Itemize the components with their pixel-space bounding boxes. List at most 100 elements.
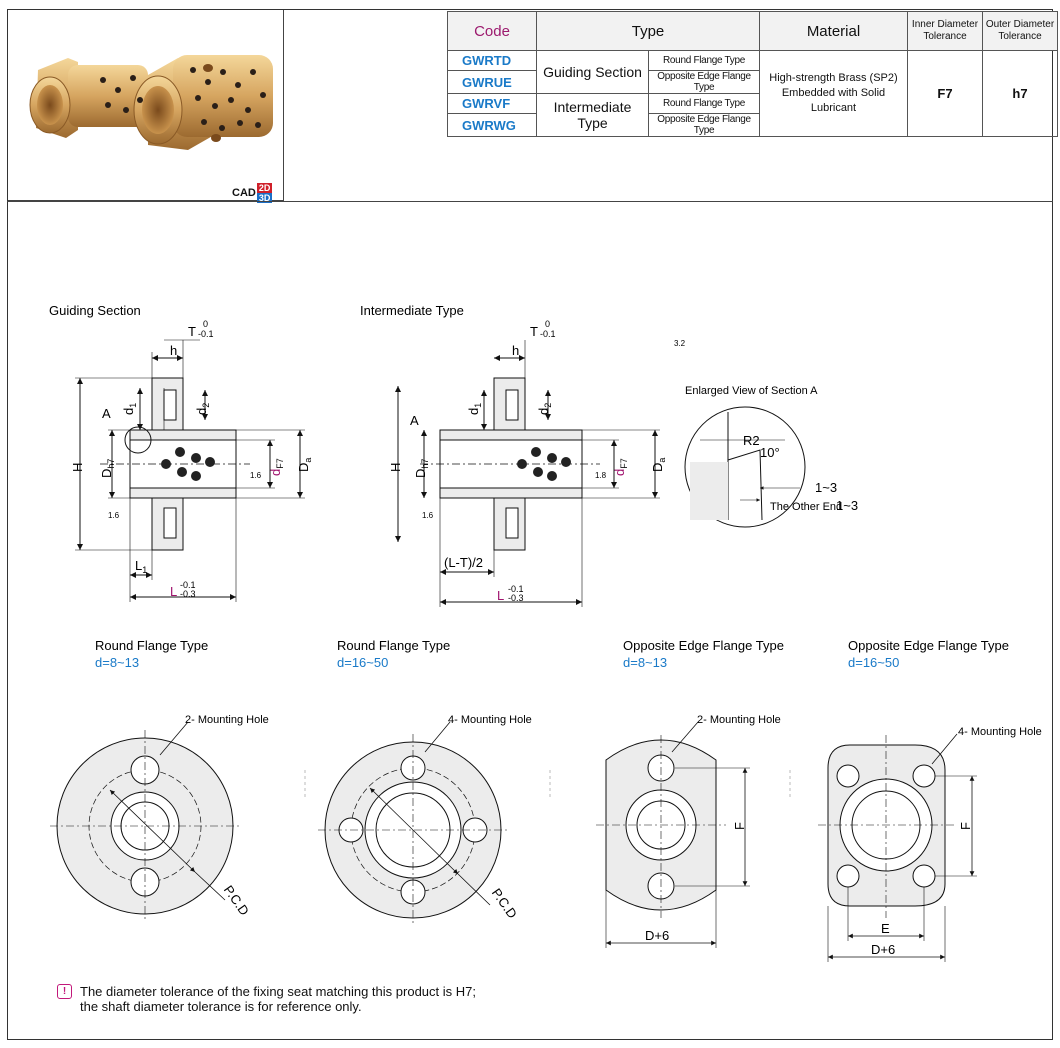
label-range13: 1~3 (815, 480, 837, 495)
flange-2-drawing (318, 721, 508, 925)
flange-3-hole-label: 2- Mounting Hole (697, 714, 781, 726)
flange-2-title: Round Flange Type (337, 638, 450, 653)
dim-LT2: (L-T)/2 (444, 555, 483, 570)
cad-label: CAD (232, 187, 256, 199)
dim-T-tol-bottom: -0.1 (198, 329, 214, 339)
header-material: Material (759, 11, 908, 51)
flange-2-hole-label: 4- Mounting Hole (448, 714, 532, 726)
note-line1: The diameter tolerance of the fixing sea… (80, 984, 476, 999)
flange-2-range: d=16~50 (337, 655, 388, 670)
dim-h: h (170, 343, 177, 358)
flange-1-pcd: P.C.D (221, 883, 252, 919)
header-code: Code (447, 11, 537, 51)
label-A: A (102, 406, 111, 421)
label-R2: R2 (743, 433, 760, 448)
flange-3-D6: D+6 (645, 928, 669, 943)
group-cell: Guiding Section (536, 50, 649, 94)
int-dim-d2: d2 (536, 403, 553, 415)
guiding-lubricant-dots (161, 447, 215, 481)
dim-L: L (170, 584, 177, 599)
tolerance-note: The diameter tolerance of the fixing sea… (80, 984, 476, 1014)
section-divider (7, 201, 1053, 202)
flange-1-range: d=8~13 (95, 655, 139, 670)
info-icon: ! (57, 984, 72, 999)
int-label-A: A (410, 413, 419, 428)
roughness-32: 3.2 (674, 339, 686, 348)
flange-4-D6: D+6 (871, 942, 895, 957)
flange-titles: Round Flange Type d=8~13 Round Flange Ty… (95, 638, 1009, 670)
dim-d2: d2 (194, 403, 211, 415)
int-dim-T-tol-top: 0 (545, 319, 550, 329)
note-line2: the shaft diameter tolerance is for refe… (80, 999, 362, 1014)
int-dim-L: L (497, 588, 504, 603)
flange-3-F: F (732, 822, 747, 830)
material-cell: High-strength Brass (SP2) Embedded with … (759, 50, 908, 137)
group-cell: Intermediate Type (536, 93, 649, 137)
intermediate-lubricant-dots (517, 447, 571, 481)
dim-L-tol-top: -0.1 (180, 580, 196, 590)
label-10deg: 10° (760, 445, 780, 460)
int-dim-Da: Da (650, 458, 667, 472)
int-dim-dF7: dF7 (612, 458, 629, 476)
code-cell[interactable]: GWRWG (447, 113, 537, 137)
roughness-16: 1.6 (250, 471, 262, 480)
roughness-16-left: 1.6 (108, 511, 120, 520)
bushing-illustration (29, 55, 273, 150)
label-other-end-range: 1~3 (836, 498, 858, 513)
header-type: Type (536, 11, 760, 51)
dim-dF7: dF7 (268, 458, 285, 476)
int-dim-T-tol-bottom: -0.1 (540, 329, 556, 339)
flange-2-pcd: P.C.D (489, 886, 520, 922)
dim-T: T (188, 324, 196, 339)
int-roughness-18: 1.8 (595, 471, 607, 480)
int-dim-T: T (530, 324, 538, 339)
int-roughness-16: 1.6 (422, 511, 434, 520)
dim-L1: L1 (135, 558, 147, 575)
guiding-title: Guiding Section (49, 303, 141, 318)
inner-tolerance-cell: F7 (907, 50, 983, 137)
cad-2d-tag[interactable]: 2D (256, 183, 273, 193)
outer-frame (7, 9, 1053, 1040)
flange-4-hole-label: 4- Mounting Hole (958, 726, 1042, 738)
code-cell[interactable]: GWRVF (447, 93, 537, 114)
intermediate-drawing (395, 340, 660, 607)
enlarged-title: Enlarged View of Section A (685, 385, 818, 397)
flange-3-drawing (596, 721, 750, 948)
int-dim-Dh7: Dh7 (413, 459, 430, 478)
intermediate-title: Intermediate Type (360, 303, 464, 318)
flange-3-range: d=8~13 (623, 655, 667, 670)
header-outer-tolerance: Outer Diameter Tolerance (982, 11, 1058, 51)
outer-tolerance-cell: h7 (982, 50, 1058, 137)
dim-T-tol-top: 0 (203, 319, 208, 329)
flange-4-E: E (881, 921, 890, 936)
material-line2: Embedded with Solid Lubricant (781, 87, 886, 114)
enlarged-view (684, 406, 806, 528)
int-dim-H: H (388, 463, 403, 472)
int-dim-d1: d1 (466, 403, 483, 415)
int-dim-L-tol-top: -0.1 (508, 584, 524, 594)
flange-4-drawing (818, 733, 977, 962)
code-cell[interactable]: GWRUE (447, 70, 537, 94)
guiding-section-drawing (75, 339, 305, 602)
int-dim-L-tol-bottom: -0.3 (508, 593, 524, 603)
int-dim-h: h (512, 343, 519, 358)
cad-badge[interactable]: CAD 2D 3D (232, 183, 273, 203)
spec-table: Code Type Material Inner Diameter Tolera… (447, 11, 1058, 137)
material-line1: High-strength Brass (SP2) (769, 72, 898, 84)
dim-H: H (70, 463, 85, 472)
flange-1-hole-label: 2- Mounting Hole (185, 714, 269, 726)
flange-3-title: Opposite Edge Flange Type (623, 638, 784, 653)
flange-4-title: Opposite Edge Flange Type (848, 638, 1009, 653)
flange-4-range: d=16~50 (848, 655, 899, 670)
subtype-cell: Opposite Edge Flange Type (648, 113, 760, 137)
dim-L-tol-bottom: -0.3 (180, 589, 196, 599)
flange-1-drawing (50, 721, 240, 920)
dim-d1: d1 (121, 403, 138, 415)
label-other-end: The Other End (770, 501, 842, 513)
dim-Da: Da (296, 458, 313, 472)
cad-3d-tag[interactable]: 3D (256, 193, 273, 203)
header-inner-tolerance: Inner Diameter Tolerance (907, 11, 983, 51)
flange-4-F: F (958, 822, 973, 830)
flange-1-title: Round Flange Type (95, 638, 208, 653)
